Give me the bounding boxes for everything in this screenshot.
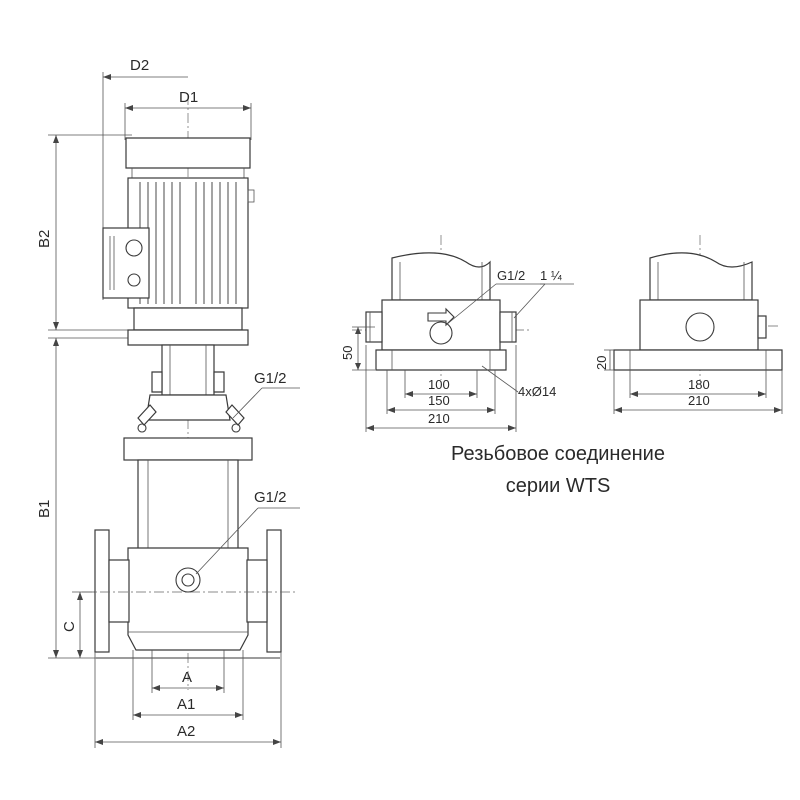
caption: Резьбовое соединение серии WTS	[451, 443, 665, 497]
dim-b1: B1	[36, 337, 150, 659]
dim-c-label: C	[61, 621, 78, 632]
dim-base-50-label: 50	[340, 346, 355, 360]
dim-side-180: 180	[629, 370, 767, 398]
dim-base-210-label: 210	[428, 411, 450, 426]
dim-b2-label: B2	[36, 230, 53, 248]
dim-base-100-label: 100	[428, 377, 450, 392]
dim-b2: B2	[36, 134, 160, 331]
dim-side-20: 20	[594, 349, 614, 371]
dim-base-210: 210	[365, 345, 517, 432]
dim-side-210: 210	[613, 370, 783, 414]
dim-d1: D1	[124, 89, 252, 140]
flange-right	[246, 529, 282, 653]
motor-fins	[139, 182, 237, 304]
callout-holes-label: 4xØ14	[518, 384, 556, 399]
caption-line-2: серии WTS	[506, 475, 611, 497]
dim-side-210-label: 210	[688, 393, 710, 408]
vent-plug-right	[225, 404, 245, 433]
callout-base-pipe: 1 ¼	[513, 268, 574, 319]
callout-g12-top-label: G1/2	[254, 370, 287, 387]
dim-a1: A1	[132, 650, 244, 720]
caption-line-1: Резьбовое соединение	[451, 443, 665, 465]
base-front-view: G1/2 1 ¼ 50 100	[340, 235, 574, 432]
dim-b1-label: B1	[36, 500, 53, 518]
dim-d1-label: D1	[179, 89, 198, 106]
terminal-box	[102, 227, 150, 299]
callout-base-pipe-label: 1 ¼	[540, 268, 562, 283]
dim-base-50: 50	[340, 326, 375, 371]
dim-a: A	[151, 650, 225, 693]
dim-a2: A2	[94, 652, 282, 748]
dim-d2-label: D2	[130, 57, 149, 74]
dim-base-150-label: 150	[428, 393, 450, 408]
callout-g12-body: G1/2	[195, 489, 300, 575]
dim-side-180-label: 180	[688, 377, 710, 392]
callout-base-g12-label: G1/2	[497, 268, 525, 283]
vent-plug-left	[137, 404, 157, 433]
callout-g12-top: G1/2	[232, 370, 300, 419]
flange-left	[94, 529, 130, 653]
dim-a-label: A	[182, 669, 192, 686]
dim-base-100: 100	[404, 370, 478, 398]
callout-g12-body-label: G1/2	[254, 489, 287, 506]
callout-base-g12: G1/2	[445, 268, 545, 326]
dim-base-150: 150	[386, 370, 496, 414]
dim-a1-label: A1	[177, 696, 195, 713]
dim-side-20-label: 20	[594, 356, 609, 370]
callout-holes: 4xØ14	[481, 365, 556, 399]
main-pump-view: D2 D1 B2 B1	[36, 57, 300, 748]
dim-a2-label: A2	[177, 723, 195, 740]
base-side-view: 20 180 210	[594, 235, 783, 414]
